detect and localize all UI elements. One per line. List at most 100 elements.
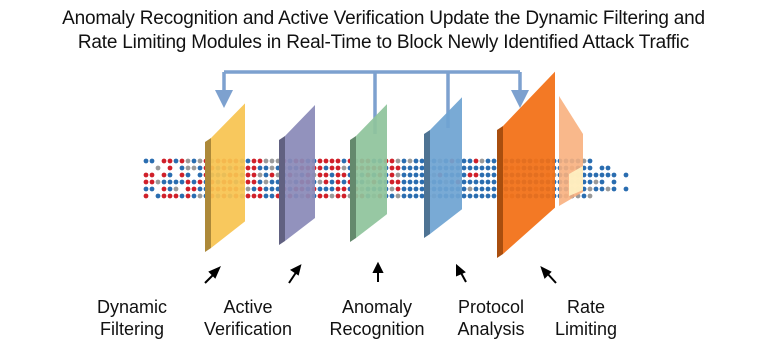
panel-face [503,71,555,254]
panel-edge [279,136,285,245]
packet-dot [185,172,191,178]
feedback-arrows [222,70,522,134]
packet-dot [479,193,485,199]
packet-dot [335,193,341,199]
packet-dot [329,179,335,185]
packet-dot [587,165,593,171]
packet-dot [413,158,419,164]
packet-dot [605,186,611,192]
packet-dot [155,165,161,171]
packet-dot [491,172,497,178]
panel-edge [205,138,211,252]
packet-dot [191,193,197,199]
packet-dot [491,158,497,164]
feedback-arrowhead-right [511,90,529,108]
packet-dot [611,186,617,192]
packet-dot [149,158,155,164]
packet-dot [341,158,347,164]
packet-dot [485,193,491,199]
packet-dot [479,158,485,164]
packet-dot [185,165,191,171]
packet-dot [335,158,341,164]
packet-dot [179,193,185,199]
panel-edge [497,126,503,258]
label-rate-limiting-line1: Rate [566,297,606,317]
packet-dot [269,158,275,164]
packet-dot [407,179,413,185]
label-anomaly-recognition: Anomaly Recognition [315,296,439,340]
packet-dot [479,165,485,171]
packet-dot [461,172,467,178]
packet-dot [149,179,155,185]
label-dynamic-filtering-line2: Filtering [99,319,165,339]
packet-dot [395,165,401,171]
packet-dot [161,193,167,199]
packet-dot [149,172,155,178]
packet-dot [593,186,599,192]
packet-dot [599,179,605,185]
packet-dot [407,165,413,171]
packet-dot [389,186,395,192]
packet-dot [341,186,347,192]
packet-dot [491,179,497,185]
packet-dot [341,165,347,171]
packet-dot [251,186,257,192]
packet-dot [179,179,185,185]
packet-dot [155,193,161,199]
packet-dot [395,193,401,199]
packet-dot [317,186,323,192]
packet-dot [401,172,407,178]
label-dynamic-filtering: Dynamic Filtering [82,296,182,340]
packet-dot [173,193,179,199]
packet-dot [251,158,257,164]
panel-rate-limiting-opening [569,166,583,196]
packet-dot [329,193,335,199]
packet-dot [185,158,191,164]
packet-dot [167,179,173,185]
packet-dot [605,165,611,171]
label-active-verification: Active Verification [186,296,310,340]
packet-dot [587,172,593,178]
packet-dot [461,179,467,185]
pointer-arrows [204,261,557,284]
packet-dot [185,193,191,199]
packet-dot [323,186,329,192]
packet-dot [599,165,605,171]
packet-dot [341,179,347,185]
packet-dot [473,172,479,178]
packet-dot [587,179,593,185]
packet-dot [407,158,413,164]
packet-dot [461,165,467,171]
packet-dot [263,158,269,164]
packet-dot [395,158,401,164]
panel-active-verification [279,105,315,245]
packet-dot [245,172,251,178]
packet-dot [491,193,497,199]
label-protocol-analysis-line1: Protocol [457,297,525,317]
label-active-verification-line1: Active [223,297,273,317]
packet-dot [197,165,203,171]
packet-dot [401,179,407,185]
packet-dot [407,193,413,199]
packet-dot [269,165,275,171]
packet-dot [587,158,593,164]
packet-dot [389,172,395,178]
label-dynamic-filtering-line1: Dynamic [96,297,167,317]
packet-dot [473,158,479,164]
packet-dot [155,179,161,185]
packet-dot [257,172,263,178]
packet-dot [335,179,341,185]
packet-dot [461,158,467,164]
packet-dot [413,165,419,171]
packet-dot [461,186,467,192]
packet-dot [191,179,197,185]
packet-dot [419,193,425,199]
packet-dot [623,186,629,192]
packet-dot [341,172,347,178]
packet-dot [401,186,407,192]
packet-dot [605,172,611,178]
packet-dot [467,165,473,171]
packet-dot [467,172,473,178]
packet-dot [149,186,155,192]
packet-dot [317,165,323,171]
